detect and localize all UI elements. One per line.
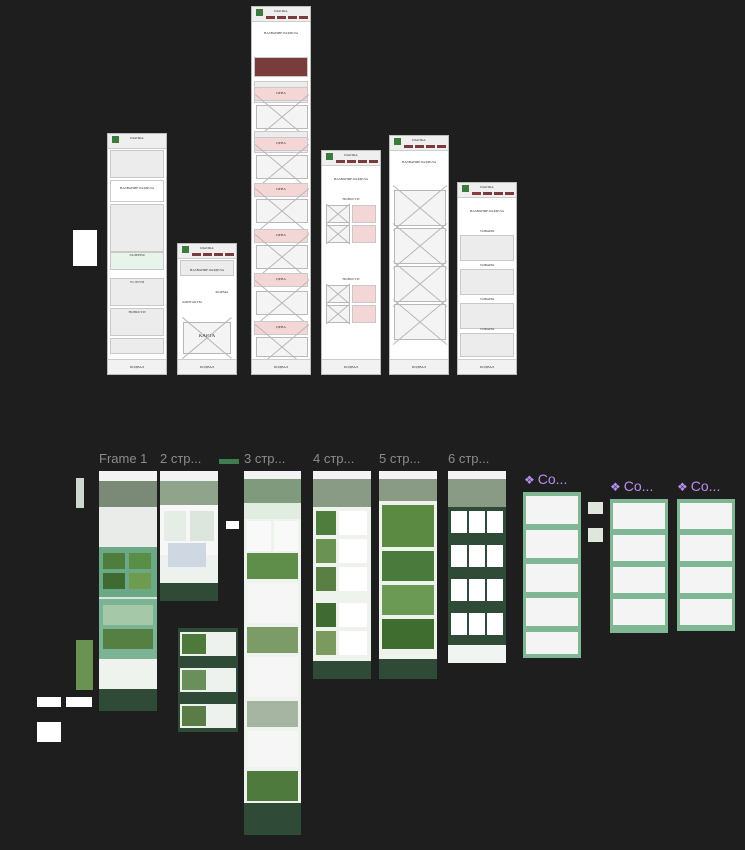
footer-label: ПОДВАЛ <box>199 365 215 369</box>
wf-header: ШАПКА <box>322 151 380 166</box>
widget-thumbs[interactable] <box>76 640 93 690</box>
nav-title: НАЗВАНИЕ РАЗДЕЛА <box>263 31 299 35</box>
nav-title: НАЗВАНИЕ РАЗДЕЛА <box>189 268 225 272</box>
widget-lines-2[interactable] <box>66 697 92 707</box>
wireframe-shop[interactable]: ШАПКА НАЗВАНИЕ РАЗДЕЛА ТОВАРЫ ТОВАРЫ ТОВ… <box>457 182 517 375</box>
wireframe-contacts[interactable]: ШАПКА НАЗВАНИЕ РАЗДЕЛА ФОРМА КОНТАКТЫ КА… <box>177 243 237 375</box>
widget-lines-4[interactable] <box>226 521 239 529</box>
logo-placeholder <box>112 136 119 143</box>
footer-label: ПОДВАЛ <box>411 365 427 369</box>
logo-placeholder <box>326 153 333 160</box>
wf-footer: ПОДВАЛ <box>458 359 516 374</box>
component-set-2[interactable] <box>610 499 668 633</box>
footer-label: ПОДВАЛ <box>343 365 359 369</box>
component-icon: ❖ <box>524 473 535 487</box>
nav-title: НАЗВАНИЕ РАЗДЕЛА <box>401 160 437 164</box>
wf-footer: ПОДВАЛ <box>178 359 236 374</box>
component-icon: ❖ <box>677 480 688 494</box>
wireframe-gallery[interactable]: ШАПКА НАЗВАНИЕ РАЗДЕЛА ПОДВАЛ <box>389 135 449 375</box>
wf-footer: ПОДВАЛ <box>322 359 380 374</box>
news-block <box>110 308 164 336</box>
wf-header: ШАПКА <box>178 244 236 259</box>
selection-tag[interactable] <box>219 459 239 464</box>
wireframe-news[interactable]: ШАПКА НАЗВАНИЕ РАЗДЕЛА НОВОСТИ НОВОСТИ П… <box>321 150 381 375</box>
news-label-2: НОВОСТИ <box>342 277 360 281</box>
services-label: УСЛУГИ <box>129 280 145 284</box>
map-label: КАРТА <box>198 334 216 339</box>
wf-header: ШАПКА <box>458 183 516 198</box>
footer-label: ПОДВАЛ <box>129 365 145 369</box>
header-label: ШАПКА <box>412 138 426 142</box>
wireframe-home[interactable]: ШАПКА НАЗВАНИЕ РАЗДЕЛА ГАЛЕРЕЯ УСЛУГИ НО… <box>107 133 167 375</box>
widget-lines-3[interactable] <box>37 722 61 742</box>
form-label: ФОРМА <box>215 290 229 294</box>
logo-placeholder <box>256 9 263 16</box>
side-card-a[interactable] <box>588 502 603 514</box>
frame-3-design[interactable] <box>244 471 301 835</box>
gallery-block <box>110 252 164 270</box>
frame-label-4[interactable]: 4 стр... <box>313 451 355 466</box>
widget-lines-1[interactable] <box>37 697 61 707</box>
component-set-3[interactable] <box>677 499 735 631</box>
text-block <box>110 180 164 202</box>
component-label-2[interactable]: ❖Co... <box>610 478 654 494</box>
component-label-3[interactable]: ❖Co... <box>677 478 721 494</box>
form-block <box>110 338 164 354</box>
frame-2-cards[interactable] <box>178 628 238 732</box>
frame-label-2[interactable]: 2 стр... <box>160 451 202 466</box>
component-label-1[interactable]: ❖Co... <box>524 471 568 487</box>
header-label: ШАПКА <box>480 185 494 189</box>
frame-label-1[interactable]: Frame 1 <box>99 451 148 466</box>
services-block <box>110 278 164 306</box>
header-label: ШАПКА <box>344 153 358 157</box>
header-label: ШАПКА <box>274 9 288 13</box>
frame-2-design[interactable] <box>160 471 218 601</box>
wf-footer: ПОДВАЛ <box>108 359 166 374</box>
wf-header: ШАПКА <box>252 7 310 22</box>
frame-4-design[interactable] <box>313 471 371 679</box>
side-card-b[interactable] <box>588 528 603 542</box>
frame-label-5[interactable]: 5 стр... <box>379 451 421 466</box>
component-icon: ❖ <box>610 480 621 494</box>
frame-6-design[interactable] <box>448 471 506 663</box>
nav-title: НАЗВАНИЕ РАЗДЕЛА <box>119 186 155 190</box>
frame-label-3[interactable]: 3 стр... <box>244 451 286 466</box>
wf-footer: ПОДВАЛ <box>252 359 310 374</box>
gallery-label: ГАЛЕРЕЯ <box>129 253 145 257</box>
footer-label: ПОДВАЛ <box>273 365 289 369</box>
news-label: НОВОСТИ <box>342 197 360 201</box>
widget-stack-1[interactable] <box>76 478 84 508</box>
map-placeholder <box>183 322 231 354</box>
news-label: НОВОСТИ <box>128 310 146 314</box>
header-label: ШАПКА <box>200 246 214 250</box>
frame-label-6[interactable]: 6 стр... <box>448 451 490 466</box>
frame-1-design[interactable] <box>99 471 157 711</box>
footer-label: ПОДВАЛ <box>479 365 495 369</box>
header-label: ШАПКА <box>130 136 144 140</box>
frame-5-design[interactable] <box>379 471 437 679</box>
contacts-label: КОНТАКТЫ <box>182 300 202 304</box>
wf-footer: ПОДВАЛ <box>390 359 448 374</box>
title-block <box>180 260 234 276</box>
logo-placeholder <box>394 138 401 145</box>
wf-header: ШАПКА <box>390 136 448 151</box>
nav-title: НАЗВАНИЕ РАЗДЕЛА <box>333 177 369 181</box>
banner-block <box>110 204 164 252</box>
logo-placeholder <box>462 185 469 192</box>
component-set-1[interactable] <box>523 492 581 658</box>
nav-title: НАЗВАНИЕ РАЗДЕЛА <box>469 209 505 213</box>
wireframe-services[interactable]: ШАПКА НАЗВАНИЕ РАЗДЕЛА ЦЕНА ЦЕНА ЦЕНА ЦЕ… <box>251 6 311 375</box>
logo-placeholder <box>182 246 189 253</box>
legend-list[interactable] <box>73 230 97 266</box>
wf-header: ШАПКА <box>108 134 166 149</box>
hero-block <box>110 150 164 178</box>
